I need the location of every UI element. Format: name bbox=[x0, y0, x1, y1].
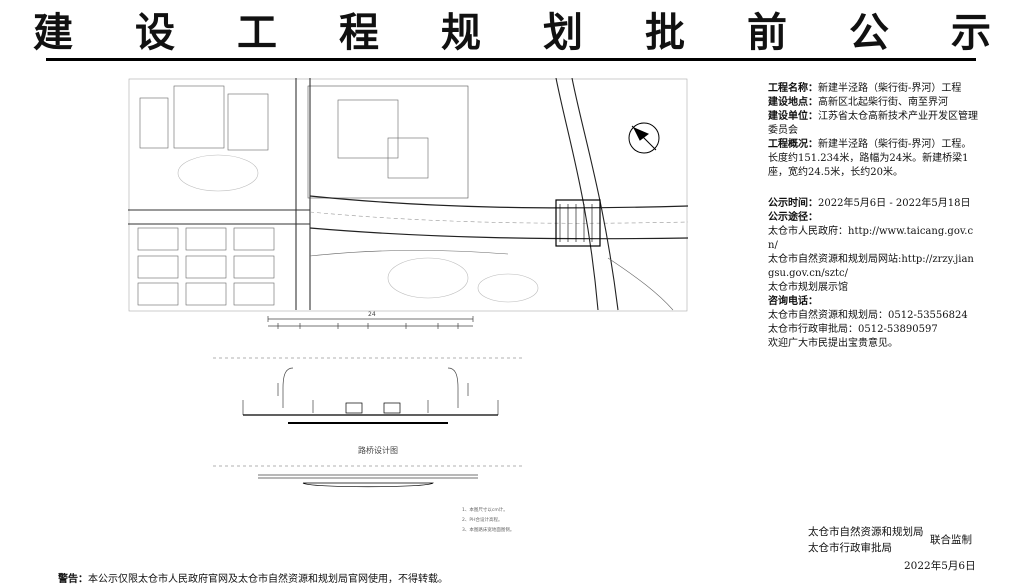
project-location: 建设地点：高新区北起柴行街、南至界河 bbox=[768, 97, 948, 108]
title-char: 建 bbox=[33, 9, 73, 56]
title-char: 设 bbox=[135, 9, 175, 56]
drawing-note: 1、本图尺寸以cm计。 bbox=[462, 506, 508, 513]
channel-bureau-link[interactable]: 太仓市自然资源和规划局网站:http://zrzy.jiangsu.gov.cn… bbox=[768, 254, 974, 279]
north-arrow-icon bbox=[628, 122, 660, 154]
section-title: 路桥设计图 bbox=[358, 445, 398, 455]
project-summary: 工程概况：新建半泾路（柴行街-界河）工程。长度约151.234米，路幅为24米。… bbox=[768, 139, 972, 178]
phone-bureau: 太仓市自然资源和规划局：0512-53556824 bbox=[768, 310, 968, 321]
issuing-organizations: 太仓市自然资源和规划局 太仓市行政审批局 bbox=[808, 524, 924, 556]
site-plan-drawing: 路桥设计图 24 1、本图尺寸以cm计。 2、PH合设计高程。 3、本图路床宽地… bbox=[128, 78, 688, 533]
warning-text: 本公示仅限太仓市人民政府官网及太仓市自然资源和规划局官网使用，不得转载。 bbox=[88, 574, 448, 585]
channel-gov-link[interactable]: 太仓市人民政府：http://www.taicang.gov.cn/ bbox=[768, 226, 974, 251]
road-cross-section bbox=[213, 316, 523, 488]
warning-notice: 警告：本公示仅限太仓市人民政府官网及太仓市自然资源和规划局官网使用，不得转载。 bbox=[58, 570, 448, 585]
title-char: 工 bbox=[237, 9, 277, 56]
title-char: 批 bbox=[645, 9, 685, 56]
page-title: 建 设 工 程 规 划 批 前 公 示 bbox=[0, 2, 1024, 56]
drawing-note: 3、本图路床宽地面图侧。 bbox=[462, 526, 514, 533]
title-rule bbox=[46, 58, 976, 61]
publicity-time: 公示时间：2022年5月6日 - 2022年5月18日 bbox=[768, 198, 971, 209]
title-char: 公 bbox=[849, 9, 889, 56]
publicity-channel-heading: 公示途径： bbox=[768, 212, 818, 223]
warning-label: 警告： bbox=[58, 574, 88, 585]
title-char: 划 bbox=[543, 9, 583, 56]
site-map bbox=[128, 78, 688, 312]
channel-exhibition: 太仓市规划展示馆 bbox=[768, 282, 848, 293]
org-approval: 太仓市行政审批局 bbox=[808, 542, 892, 554]
project-name: 工程名称：新建半泾路（柴行街-界河）工程 bbox=[768, 83, 962, 94]
title-char: 前 bbox=[747, 9, 787, 56]
title-char: 程 bbox=[339, 9, 379, 56]
org-bureau: 太仓市自然资源和规划局 bbox=[808, 526, 924, 538]
phone-approval: 太仓市行政审批局：0512-53890597 bbox=[768, 324, 938, 335]
invite-text: 欢迎广大市民提出宝贵意见。 bbox=[768, 338, 898, 349]
title-char: 示 bbox=[951, 9, 991, 56]
project-unit: 建设单位：江苏省太仓高新技术产业开发区管理委员会 bbox=[768, 111, 978, 136]
issue-date: 2022年5月6日 bbox=[904, 560, 976, 572]
project-info-panel: 工程名称：新建半泾路（柴行街-界河）工程 建设地点：高新区北起柴行街、南至界河 … bbox=[768, 82, 978, 351]
joint-supervision: 联合监制 bbox=[930, 534, 972, 546]
title-char: 规 bbox=[441, 9, 481, 56]
drawing-note: 2、PH合设计高程。 bbox=[462, 516, 502, 523]
phone-heading: 咨询电话： bbox=[768, 296, 818, 307]
dimension-label: 24 bbox=[368, 311, 376, 318]
